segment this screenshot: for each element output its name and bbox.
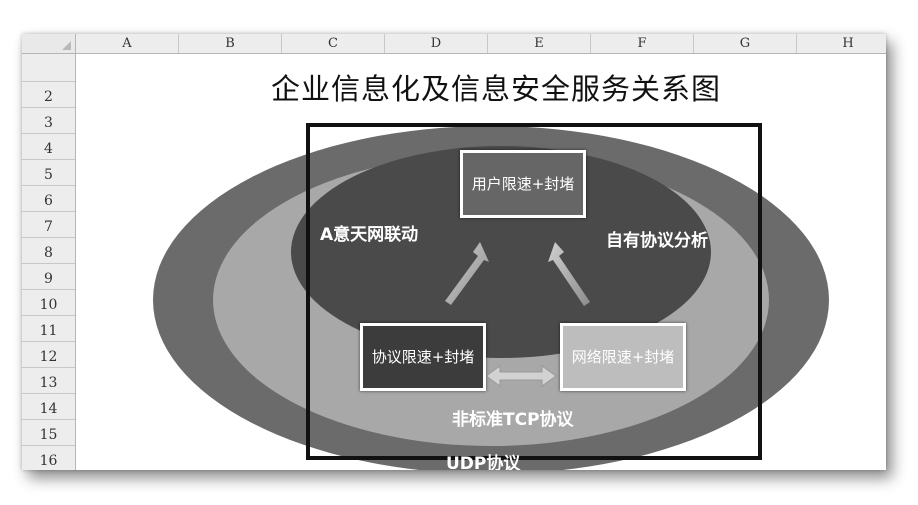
row-header-15[interactable]: 15 <box>22 420 75 446</box>
row-header-3[interactable]: 3 <box>22 108 75 134</box>
column-header-f[interactable]: F <box>591 34 694 53</box>
arrow-bottom-horizontal <box>485 365 557 387</box>
row-header-8[interactable]: 8 <box>22 238 75 264</box>
label-outer-ring: UDP协议 <box>446 454 521 470</box>
row-header-9[interactable]: 9 <box>22 264 75 290</box>
corner-triangle-icon <box>62 41 71 50</box>
page-title: 企业信息化及信息安全服务关系图 <box>270 72 721 106</box>
select-all-corner[interactable] <box>22 34 76 54</box>
box-network-limit: 网络限速+封堵 <box>560 323 686 391</box>
highlight-frame <box>306 123 762 460</box>
arrow-top-left <box>445 242 489 305</box>
row-header-11[interactable]: 11 <box>22 316 75 342</box>
inner-ellipse-core <box>291 146 711 358</box>
row-header-13[interactable]: 13 <box>22 368 75 394</box>
column-header-d[interactable]: D <box>385 34 488 53</box>
arrow-top-right <box>548 242 590 306</box>
box-protocol-limit: 协议限速+封堵 <box>360 323 486 391</box>
column-header-g[interactable]: G <box>694 34 797 53</box>
row-header-7[interactable]: 7 <box>22 212 75 238</box>
box-user-limit: 用户限速+封堵 <box>460 150 586 218</box>
row-header-12[interactable]: 12 <box>22 342 75 368</box>
row-header-2[interactable]: 2 <box>22 82 75 108</box>
row-header-10[interactable]: 10 <box>22 290 75 316</box>
row-header-4[interactable]: 4 <box>22 134 75 160</box>
label-inner-left: A意天网联动 <box>320 225 419 245</box>
row-header-16[interactable]: 16 <box>22 446 75 470</box>
column-header-a[interactable]: A <box>76 34 179 53</box>
column-header-e[interactable]: E <box>488 34 591 53</box>
label-inner-right: 自有协议分析 <box>606 231 708 251</box>
column-header-h[interactable]: H <box>797 34 886 53</box>
row-header-14[interactable]: 14 <box>22 394 75 420</box>
row-header-top[interactable] <box>22 54 75 82</box>
column-header-c[interactable]: C <box>282 34 385 53</box>
column-header-b[interactable]: B <box>179 34 282 53</box>
diagram-area: 用户限速+封堵 协议限速+封堵 网络限速+封堵 A意天网联动 自有协议分析 非标… <box>76 54 886 470</box>
label-middle-ring: 非标准TCP协议 <box>452 410 574 430</box>
row-header-6[interactable]: 6 <box>22 186 75 212</box>
row-header-5[interactable]: 5 <box>22 160 75 186</box>
